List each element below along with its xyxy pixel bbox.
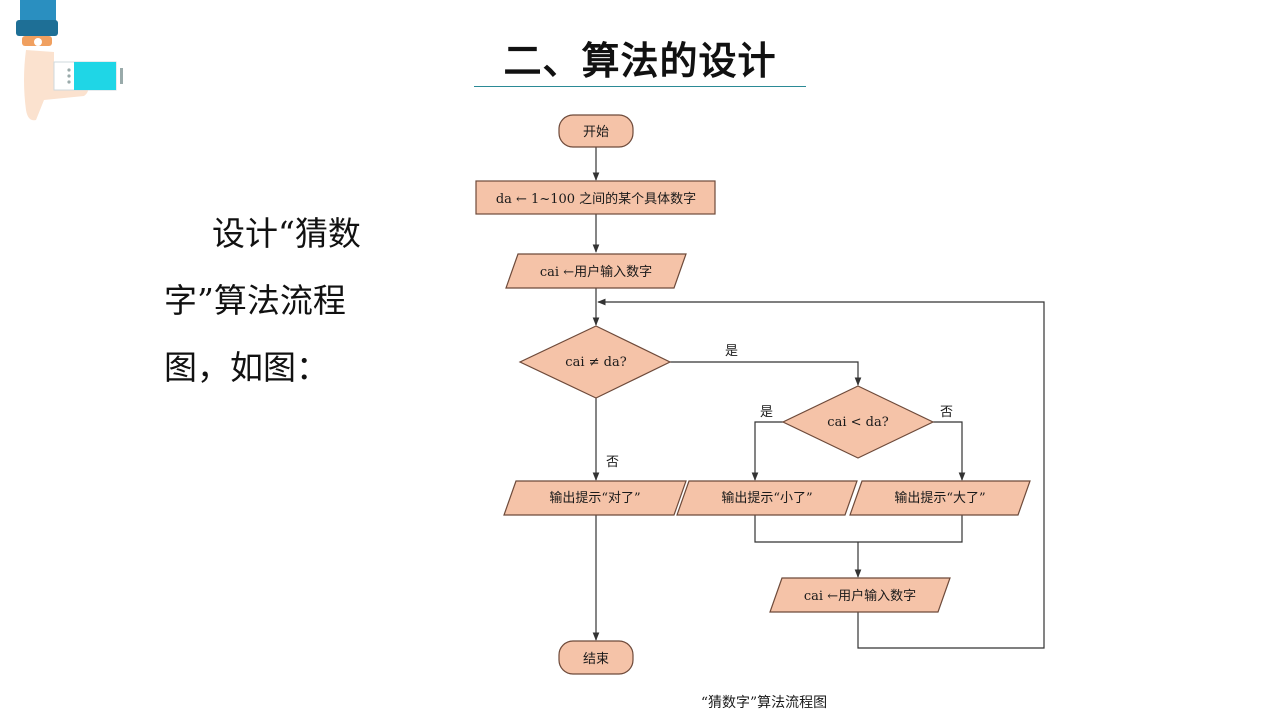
hand-phone-logo [16, 0, 123, 121]
out-correct-node-label: 输出提示“对了” [549, 490, 640, 506]
label-cond2-no: 否 [940, 405, 953, 420]
out-small-node [676, 480, 858, 516]
init-node-label: da ← 1~100 之间的某个具体数字 [496, 191, 696, 207]
input1-node-label: cai ←用户输入数字 [540, 264, 652, 280]
cond1-node [518, 325, 672, 399]
edge-big-merge [858, 515, 963, 543]
title-underline [474, 86, 806, 87]
input1-node [505, 253, 687, 289]
edge-small-merge [754, 515, 858, 543]
end-node [558, 640, 634, 675]
input2-node [769, 577, 951, 613]
cond2-node [781, 385, 935, 459]
edge-cond2-no [933, 421, 966, 481]
cond1-node-label: cai ≠ da? [565, 355, 626, 370]
body-text: 设计“猜数字”算法流程图，如图： [164, 214, 361, 387]
out-correct-node [503, 480, 687, 516]
edge-loop-back [597, 298, 1045, 649]
input2-node-label: cai ←用户输入数字 [804, 588, 916, 604]
label-cond1-no: 否 [606, 455, 619, 470]
cond2-node-label: cai < da? [827, 415, 888, 430]
label-cond2-yes: 是 [760, 405, 773, 420]
end-node-label: 结束 [583, 652, 609, 667]
slide-title: 二、算法的设计 [503, 39, 777, 83]
start-node-label: 开始 [583, 125, 609, 140]
out-small-node-label: 输出提示“小了” [721, 490, 812, 506]
edge-cond2-yes [751, 421, 783, 481]
out-big-node [849, 480, 1031, 516]
flowchart-caption: “猜数字”算法流程图 [701, 695, 827, 711]
out-big-node-label: 输出提示“大了” [894, 490, 985, 506]
label-cond1-yes: 是 [725, 344, 738, 359]
edge-cond1-yes [670, 361, 862, 386]
start-node [558, 114, 634, 148]
flow-connectors [592, 147, 1045, 649]
init-node [475, 180, 716, 215]
